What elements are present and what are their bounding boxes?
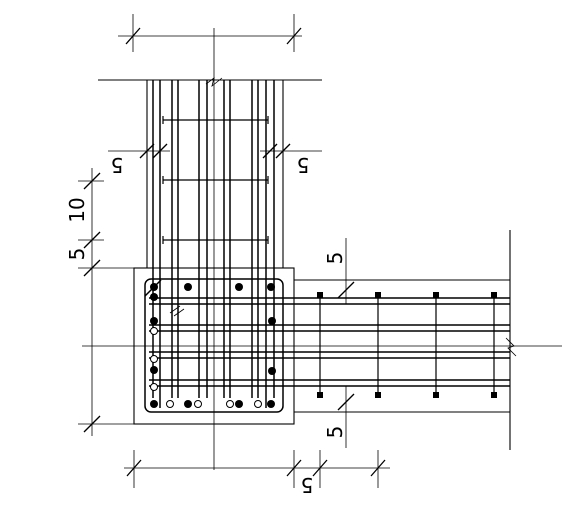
top-dimension [118,14,302,52]
bottom-dimension [124,450,390,488]
upper-column [98,79,322,408]
beam-dimension [337,238,355,448]
column-section [133,267,295,425]
rebar-dots [150,283,276,408]
dim-text-spacing-5: 5 [65,248,89,261]
dim-text-bottom: 5 [301,473,314,497]
dim-text-col-right: 5 [297,153,310,177]
column-cover-dimension [108,143,322,159]
dim-text-beam-bottom: 5 [323,426,347,439]
dim-text-beam-top: 5 [323,252,347,265]
beam [149,230,517,450]
break-mark [205,77,223,88]
left-dimension [78,168,134,436]
dim-text-spacing-10: 10 [65,197,89,222]
dim-text-col-left: 5 [111,153,124,177]
